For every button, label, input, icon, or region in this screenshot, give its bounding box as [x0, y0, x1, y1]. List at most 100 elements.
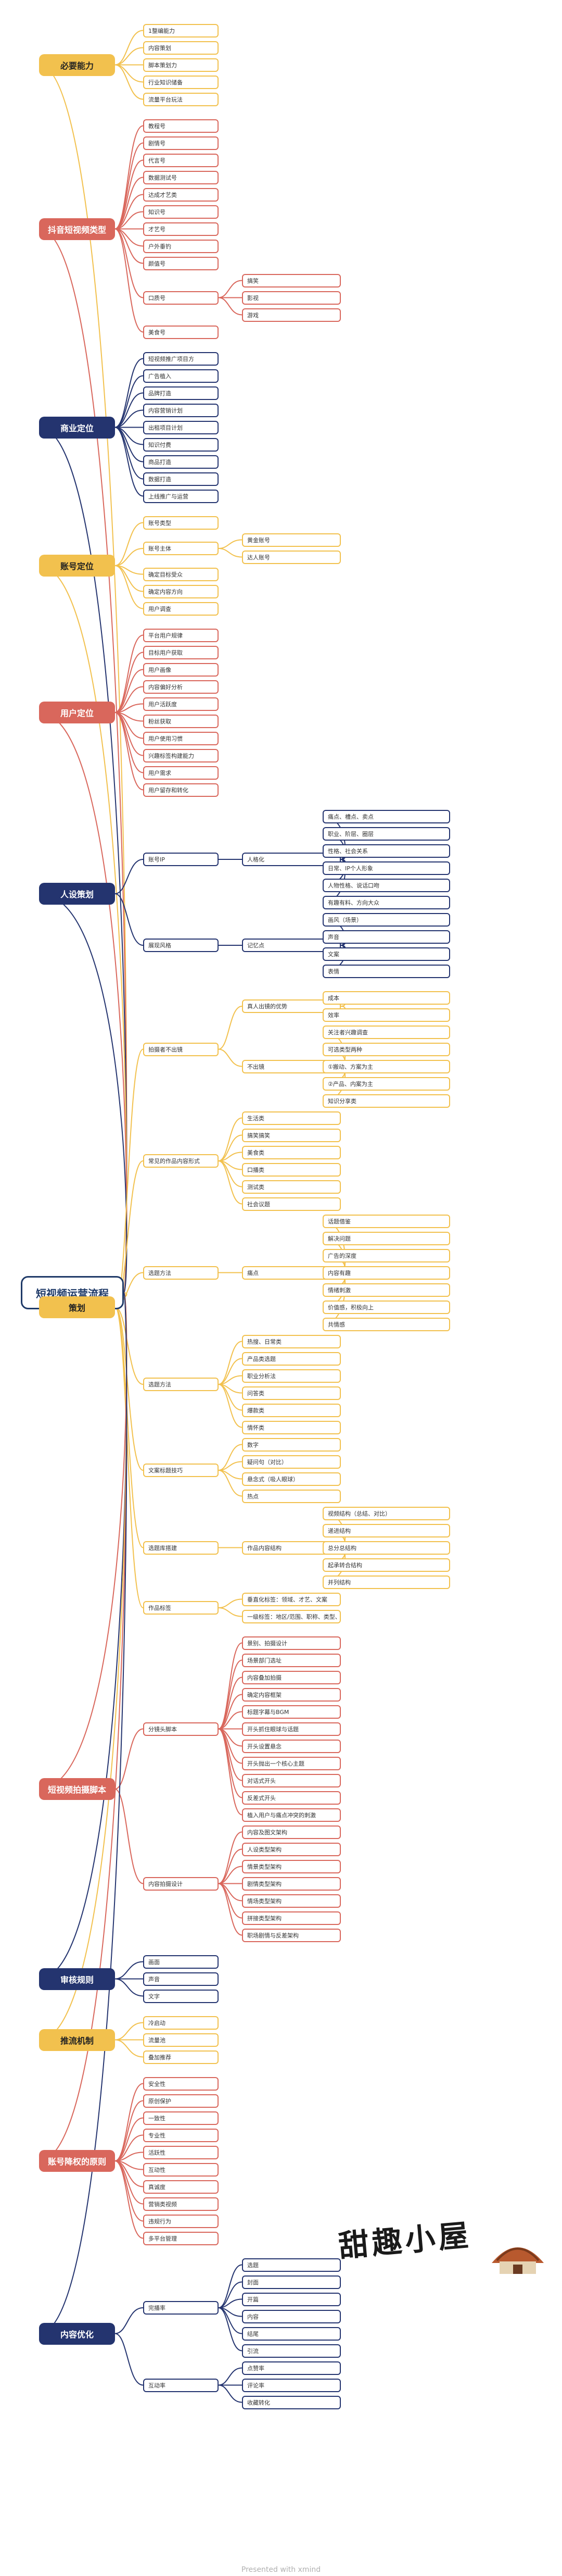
branch-12-item-1-4[interactable]: 内容	[242, 2309, 341, 2323]
branch-7-item-1-1-2[interactable]: 效率	[323, 1008, 450, 1022]
branch-4-item-2-1[interactable]: 黄金账号	[242, 533, 341, 547]
branch-3-item-9[interactable]: 上线推广与运营	[143, 489, 219, 503]
branch-8-item-1-7[interactable]: 开头设置悬念	[242, 1739, 341, 1753]
branch-8-item-1-11[interactable]: 植入用户与痛点冲突的刺激	[242, 1808, 341, 1822]
branch-9-item-3[interactable]: 文字	[143, 1989, 219, 2003]
branch-8-item-1-3[interactable]: 内容叠加拍摄	[242, 1670, 341, 1684]
branch-11-item-8[interactable]: 营销类视频	[143, 2197, 219, 2211]
branch-8-item-1[interactable]: 分镜头脚本	[143, 1722, 219, 1736]
branch-8-item-1-4[interactable]: 确定内容框架	[242, 1687, 341, 1702]
branch-7-item-1-2-3[interactable]: ①搬动、方案为主	[323, 1059, 450, 1073]
branch-3-item-1[interactable]: 短视频推广项目方	[143, 352, 219, 366]
branch-4-item-5[interactable]: 用户调查	[143, 602, 219, 616]
branch-6-item-1-1-6[interactable]: 有趣有料、方向大众	[323, 895, 450, 909]
branch-2-item-10-2[interactable]: 影视	[242, 291, 341, 305]
branch-12-item-1-2[interactable]: 封面	[242, 2275, 341, 2289]
branch-1-item-1[interactable]: 1整编能力	[143, 23, 219, 37]
branch-2-item-11[interactable]: 美食号	[143, 325, 219, 339]
branch-7-item-4[interactable]: 选题方法	[143, 1378, 219, 1391]
branch-7-item-3-1-7[interactable]: 共情感	[323, 1317, 450, 1331]
branch-7-item-4-3[interactable]: 职业分析法	[242, 1369, 341, 1383]
branch-5-item-6[interactable]: 粉丝获取	[143, 714, 219, 728]
branch-12-item-1-6[interactable]: 引流	[242, 2344, 341, 2358]
branch-7-item-6-1-5[interactable]: 并列结构	[323, 1575, 450, 1589]
branch-10-item-1[interactable]: 冷启动	[143, 2016, 219, 2030]
branch-7-item-2-4[interactable]: 口播类	[242, 1162, 341, 1177]
branch-8-item-2-5[interactable]: 情场类型架构	[242, 1894, 341, 1908]
branch-11-item-2[interactable]: 原创保护	[143, 2094, 219, 2108]
branch-6-item-1-1-3[interactable]: 性格、社会关系	[323, 844, 450, 858]
branch-3-item-5[interactable]: 出租项目计划	[143, 420, 219, 434]
branch-7-item-6-1-1[interactable]: 视频结构（总结、对比）	[323, 1506, 450, 1520]
branch-7-item-3[interactable]: 选题方法	[143, 1266, 219, 1280]
branch-8-item-2-3[interactable]: 情景类型架构	[242, 1859, 341, 1873]
branch-7-item-4-5[interactable]: 爆款类	[242, 1403, 341, 1417]
branch-12-item-1[interactable]: 完播率	[143, 2301, 219, 2315]
branch-7-item-1-2-4[interactable]: ②产品、内案为主	[323, 1077, 450, 1091]
branch-9-item-1[interactable]: 画面	[143, 1955, 219, 1969]
branch-2-item-7[interactable]: 才艺号	[143, 222, 219, 236]
branch-7-item-3-1-2[interactable]: 解决问题	[323, 1231, 450, 1245]
branch-12-item-2-1[interactable]: 点赞率	[242, 2361, 341, 2375]
branch-1-item-4[interactable]: 行业知识储备	[143, 75, 219, 89]
branch-5-item-2[interactable]: 目标用户获取	[143, 645, 219, 659]
branch-11[interactable]: 账号降权的原则	[39, 2150, 115, 2172]
branch-7-item-6-1-3[interactable]: 总分总结构	[323, 1541, 450, 1555]
branch-5-item-3[interactable]: 用户画像	[143, 662, 219, 677]
branch-7-item-5-3[interactable]: 悬念式（吸人眼球）	[242, 1472, 341, 1486]
branch-8-item-1-1[interactable]: 景别、拍摄设计	[242, 1636, 341, 1650]
branch-3[interactable]: 商业定位	[39, 416, 115, 439]
branch-5[interactable]: 用户定位	[39, 702, 115, 723]
branch-12-item-2-2[interactable]: 评论率	[242, 2378, 341, 2392]
branch-3-item-6[interactable]: 知识付费	[143, 437, 219, 452]
branch-7-item-1[interactable]: 拍摄者不出镜	[143, 1042, 219, 1056]
branch-8-item-2[interactable]: 内容拍摄设计	[143, 1877, 219, 1891]
branch-6-item-2-1-2[interactable]: 声音	[323, 930, 450, 944]
branch-11-item-4[interactable]: 专业性	[143, 2128, 219, 2142]
branch-8-item-2-4[interactable]: 剧情类型架构	[242, 1877, 341, 1891]
branch-7-item-1-2-1[interactable]: 关注者兴趣调查	[323, 1025, 450, 1039]
branch-2-item-5[interactable]: 达成才艺类	[143, 187, 219, 202]
branch-5-item-5[interactable]: 用户活跃度	[143, 697, 219, 711]
branch-1-item-5[interactable]: 流量平台玩法	[143, 92, 219, 106]
branch-11-item-7[interactable]: 真诚度	[143, 2180, 219, 2194]
branch-5-item-9[interactable]: 用户需求	[143, 766, 219, 780]
branch-1[interactable]: 必要能力	[39, 54, 115, 76]
branch-8-item-1-6[interactable]: 开头抓住眼球与话题	[242, 1722, 341, 1736]
branch-12[interactable]: 内容优化	[39, 2322, 115, 2345]
branch-2-item-1[interactable]: 教程号	[143, 119, 219, 133]
branch-9-item-2[interactable]: 声音	[143, 1972, 219, 1986]
branch-4-item-2-2[interactable]: 达人账号	[242, 550, 341, 564]
branch-11-item-5[interactable]: 活跃性	[143, 2145, 219, 2159]
branch-5-item-7[interactable]: 用户使用习惯	[143, 731, 219, 745]
branch-4-item-2[interactable]: 账号主体	[143, 542, 219, 555]
branch-4-item-3[interactable]: 确定目标受众	[143, 567, 219, 581]
branch-7-item-3-1-3[interactable]: 广告的深度	[323, 1248, 450, 1262]
branch-7-item-1-1-1[interactable]: 成本	[323, 991, 450, 1005]
branch-7-item-4-2[interactable]: 产品类选题	[242, 1352, 341, 1366]
branch-2-item-4[interactable]: 数据测试号	[143, 170, 219, 184]
branch-9[interactable]: 审核规则	[39, 1968, 115, 1990]
branch-7-item-7[interactable]: 作品标签	[143, 1601, 219, 1615]
branch-7-item-6-1-4[interactable]: 起承转合结构	[323, 1558, 450, 1572]
branch-7-item-4-6[interactable]: 情怀类	[242, 1420, 341, 1434]
branch-5-item-8[interactable]: 兴趣标签构建能力	[143, 748, 219, 762]
branch-7-item-3-1-4[interactable]: 内容有趣	[323, 1266, 450, 1280]
branch-4[interactable]: 账号定位	[39, 555, 115, 577]
branch-11-item-3[interactable]: 一致性	[143, 2111, 219, 2125]
branch-7-item-4-1[interactable]: 热搜、日常类	[242, 1334, 341, 1348]
branch-11-item-1[interactable]: 安全性	[143, 2077, 219, 2091]
branch-4-item-4[interactable]: 确定内容方向	[143, 584, 219, 598]
branch-4-item-1[interactable]: 账号类型	[143, 516, 219, 530]
branch-7-item-5[interactable]: 文案标题技巧	[143, 1464, 219, 1477]
branch-7-item-3-1-6[interactable]: 价值感，积极向上	[323, 1300, 450, 1314]
branch-11-item-6[interactable]: 互动性	[143, 2162, 219, 2177]
branch-8-item-1-5[interactable]: 标题字幕与BGM	[242, 1705, 341, 1719]
branch-12-item-1-3[interactable]: 开篇	[242, 2292, 341, 2306]
branch-8-item-2-7[interactable]: 职场剧情与反差架构	[242, 1928, 341, 1942]
branch-3-item-8[interactable]: 数据打造	[143, 472, 219, 486]
branch-3-item-2[interactable]: 广告植入	[143, 369, 219, 383]
branch-3-item-4[interactable]: 内容营销计划	[143, 403, 219, 417]
branch-7-item-5-2[interactable]: 疑问句（对比）	[242, 1455, 341, 1469]
branch-6-item-1-1-5[interactable]: 人物性格、说话口吻	[323, 878, 450, 892]
